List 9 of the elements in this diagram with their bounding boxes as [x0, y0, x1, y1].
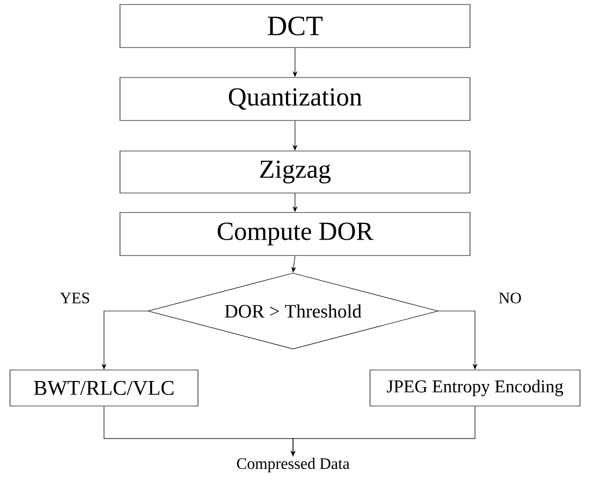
edge-label: YES — [58, 292, 92, 304]
process-box: Zigzag — [120, 150, 470, 194]
process-box: Compute DOR — [120, 212, 470, 256]
process-box: DCT — [120, 4, 470, 48]
output-label: Compressed Data — [237, 458, 350, 472]
process-box: Quantization — [120, 77, 470, 121]
edge-label: NO — [497, 292, 523, 304]
process-box: JPEG Entropy Encoding — [370, 370, 580, 406]
process-box: BWT/RLC/VLC — [10, 370, 198, 406]
